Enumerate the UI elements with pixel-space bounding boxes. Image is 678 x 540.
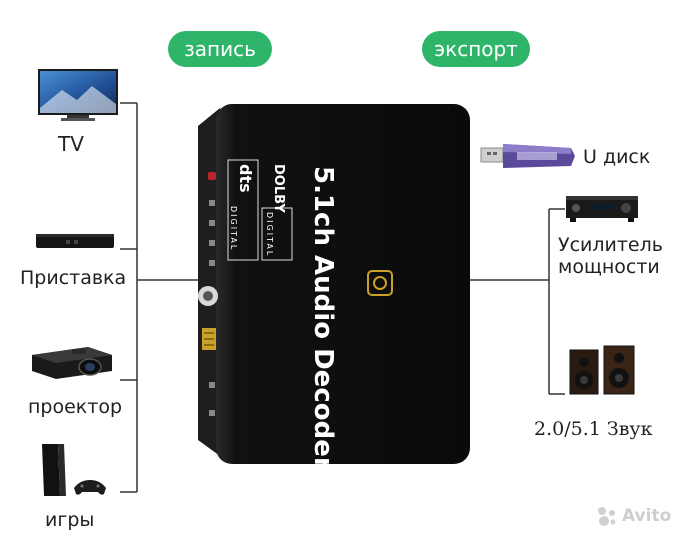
usb-stick-icon <box>479 140 577 174</box>
tv-icon <box>37 68 119 126</box>
record-header: запись <box>168 31 272 67</box>
speakers-icon <box>568 344 638 396</box>
device-title: 5.1ch Audio Decoder <box>308 166 338 470</box>
set-top-box-icon <box>36 232 114 250</box>
avito-logo-icon <box>598 507 616 526</box>
avito-watermark: Avito <box>596 504 671 528</box>
amplifier-label-line1: Усилитель <box>558 234 663 256</box>
projector-icon <box>28 337 114 381</box>
amplifier-icon <box>566 192 638 224</box>
projector-label: проектор <box>28 396 123 418</box>
games-label: игры <box>45 509 95 531</box>
sound-label: 2.0/5.1 Звук <box>534 418 653 440</box>
usb-label: U диск <box>583 146 651 168</box>
game-console-icon <box>38 442 112 498</box>
amplifier-label-line2: мощности <box>558 256 660 278</box>
audio-decoder-device: 5.1ch Audio Decoder dts DIGITAL DOLBY DI… <box>198 100 472 470</box>
export-header: экспорт <box>422 31 530 67</box>
dolby-logo: DOLBY <box>271 164 286 213</box>
dolby-digital-text: DIGITAL <box>265 212 274 258</box>
dts-digital-text: DIGITAL <box>229 206 238 252</box>
tv-label: TV <box>58 132 84 156</box>
avito-text: Avito <box>622 506 672 526</box>
set-top-box-label: Приставка <box>20 267 127 289</box>
